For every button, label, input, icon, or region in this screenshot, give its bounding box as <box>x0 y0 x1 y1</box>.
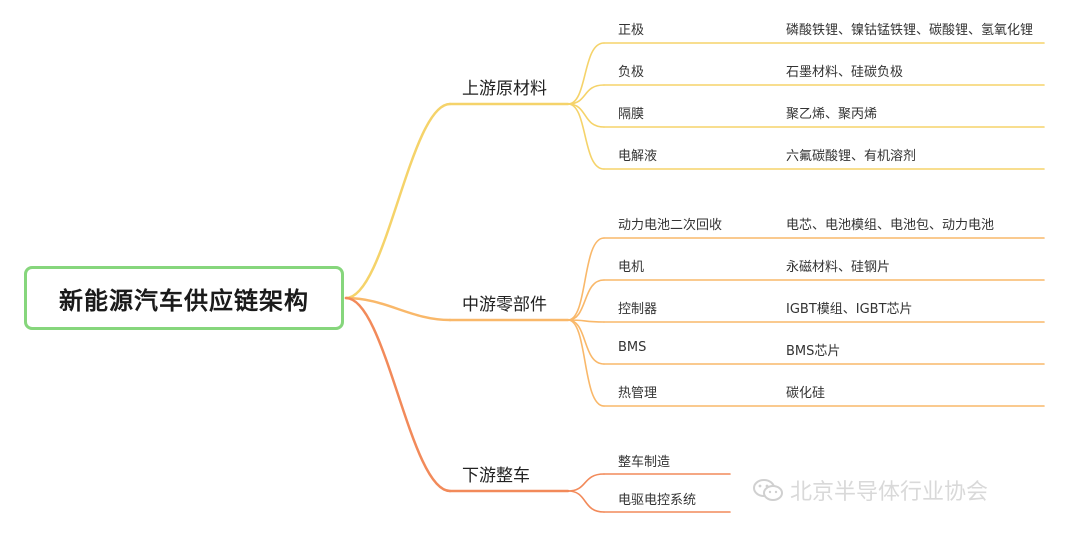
detail-electrolyte: 六氟碳酸锂、有机溶剂 <box>786 145 916 164</box>
wechat-icon <box>752 478 784 502</box>
leaf-electrolyte[interactable]: 电解液 <box>618 145 657 164</box>
detail-label: 电芯、电池模组、电池包、动力电池 <box>786 218 995 233</box>
leaf-label: 正极 <box>618 23 645 38</box>
branch-upstream[interactable]: 上游原材料 <box>462 74 547 99</box>
leaf-label: 动力电池二次回收 <box>618 218 723 233</box>
leaf-label: 隔膜 <box>618 107 645 122</box>
detail-label: 聚乙烯、聚丙烯 <box>786 107 878 122</box>
detail-separator: 聚乙烯、聚丙烯 <box>786 103 877 122</box>
watermark-text: 北京半导体行业协会 <box>790 480 989 505</box>
branch-connector <box>344 102 452 300</box>
detail-bms: BMS芯片 <box>786 340 840 359</box>
leaf-separator[interactable]: 隔膜 <box>618 103 644 122</box>
detail-label: 永磁材料、硅钢片 <box>786 260 891 275</box>
root-node[interactable]: 新能源汽车供应链架构 <box>24 266 344 330</box>
detail-thermal: 碳化硅 <box>786 382 825 401</box>
branch-midstream[interactable]: 中游零部件 <box>462 290 547 315</box>
leaf-vehicle-manufacturing[interactable]: 整车制造 <box>618 451 670 470</box>
leaf-cathode[interactable]: 正极 <box>618 19 644 38</box>
detail-label: 磷酸铁锂、镍钴锰铁锂、碳酸锂、氢氧化锂 <box>786 23 1034 38</box>
leaf-label: BMS <box>618 340 647 355</box>
leaf-connector <box>567 319 605 407</box>
leaf-label: 热管理 <box>618 386 658 401</box>
leaf-drive-control[interactable]: 电驱电控系统 <box>618 489 696 508</box>
leaf-anode[interactable]: 负极 <box>618 61 644 80</box>
leaf-connector <box>567 42 605 105</box>
detail-label: 六氟碳酸锂、有机溶剂 <box>786 149 917 164</box>
branch-connector <box>344 296 452 322</box>
leaf-label: 整车制造 <box>618 455 671 470</box>
leaf-connector <box>567 319 605 365</box>
leaf-bms[interactable]: BMS <box>618 340 646 355</box>
leaf-label: 电驱电控系统 <box>618 493 697 508</box>
leaf-controller[interactable]: 控制器 <box>618 298 657 317</box>
detail-label: IGBT模组、IGBT芯片 <box>786 302 913 317</box>
detail-motor: 永磁材料、硅钢片 <box>786 256 890 275</box>
branch-label: 中游零部件 <box>462 295 547 315</box>
detail-anode: 石墨材料、硅碳负极 <box>786 61 903 80</box>
root-label: 新能源汽车供应链架构 <box>59 286 309 315</box>
leaf-connector <box>567 237 605 321</box>
leaf-connector <box>567 103 605 128</box>
leaf-label: 电机 <box>618 260 645 275</box>
leaf-label: 负极 <box>618 65 645 80</box>
leaf-connector <box>567 279 605 321</box>
detail-battery-recycling: 电芯、电池模组、电池包、动力电池 <box>786 214 994 233</box>
detail-label: 碳化硅 <box>786 386 826 401</box>
detail-controller: IGBT模组、IGBT芯片 <box>786 298 913 317</box>
leaf-label: 控制器 <box>618 302 658 317</box>
leaf-connector <box>567 103 605 170</box>
branch-label: 下游整车 <box>462 466 530 486</box>
branch-label: 上游原材料 <box>462 79 547 99</box>
leaf-connector <box>567 473 605 492</box>
leaf-label: 电解液 <box>618 149 658 164</box>
leaf-motor[interactable]: 电机 <box>618 256 644 275</box>
detail-cathode: 磷酸铁锂、镍钴锰铁锂、碳酸锂、氢氧化锂 <box>786 19 1033 38</box>
leaf-connector <box>567 84 605 105</box>
watermark: 北京半导体行业协会 <box>752 474 988 506</box>
leaf-connector <box>567 490 605 513</box>
leaf-thermal[interactable]: 热管理 <box>618 382 657 401</box>
detail-label: 石墨材料、硅碳负极 <box>786 65 904 80</box>
branch-downstream[interactable]: 下游整车 <box>462 461 530 486</box>
branch-connector <box>344 296 452 493</box>
leaf-battery-recycling[interactable]: 动力电池二次回收 <box>618 214 722 233</box>
detail-label: BMS芯片 <box>786 344 841 359</box>
